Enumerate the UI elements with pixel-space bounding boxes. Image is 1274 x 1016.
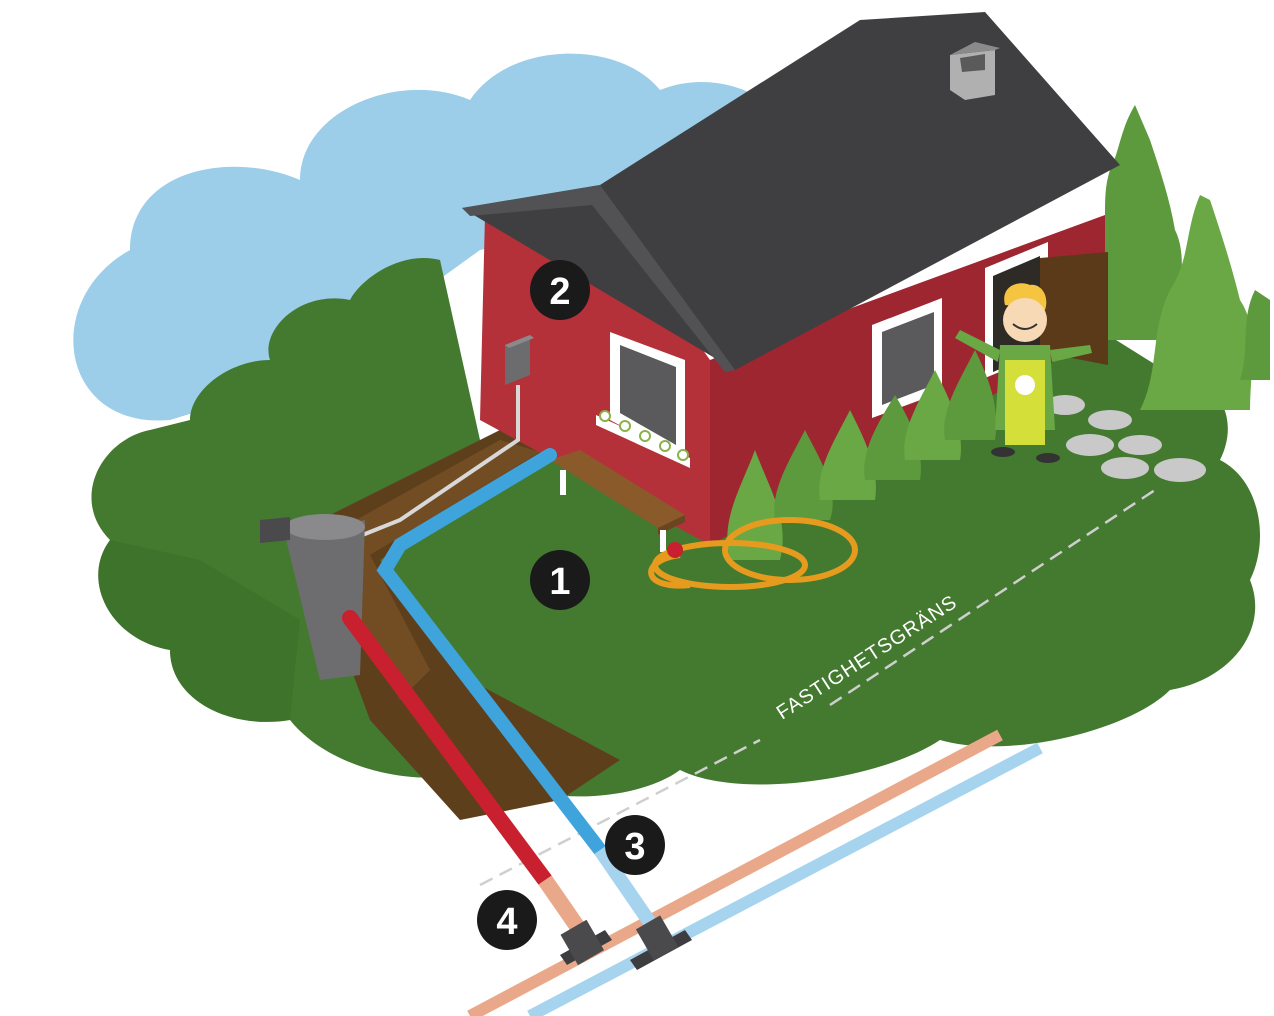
marker-3: 3 — [605, 815, 665, 875]
marker-1-label: 1 — [549, 561, 570, 603]
marker-4-label: 4 — [496, 901, 517, 943]
marker-2: 2 — [530, 260, 590, 320]
marker-1: 1 — [530, 550, 590, 610]
marker-3-label: 3 — [624, 826, 645, 868]
marker-4: 4 — [477, 890, 537, 950]
marker-2-label: 2 — [549, 271, 570, 313]
